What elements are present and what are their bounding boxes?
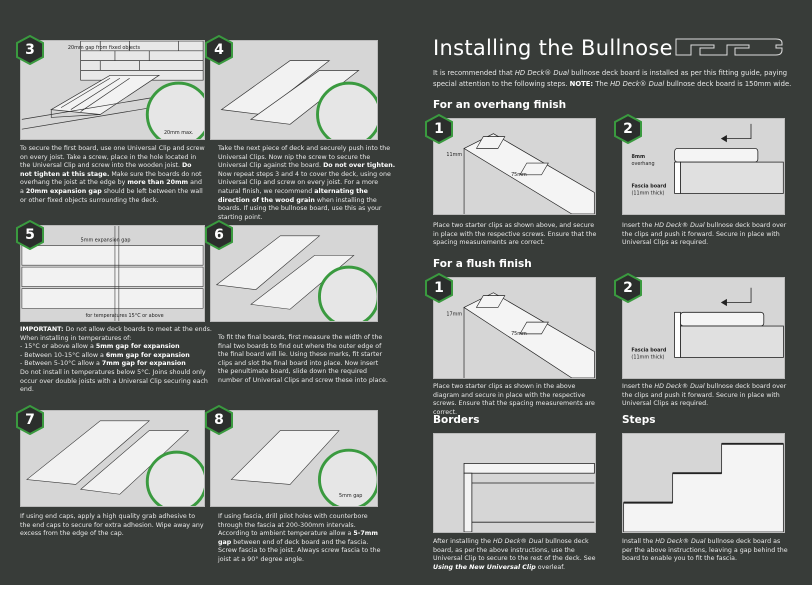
borders-illustration xyxy=(433,433,596,533)
flush-step-2-text: Insert the HD Deck® Dual bullnose deck b… xyxy=(622,383,787,408)
overhang-badge-1: 1 xyxy=(425,113,453,145)
step-3-illustration: 20mm gap from fixed objects 20mm max. xyxy=(20,40,205,140)
dim-label: 75mm xyxy=(511,172,527,178)
step-8-illustration: 5mm gap xyxy=(210,410,378,507)
dim-label: 11mm xyxy=(446,152,462,158)
flush-step-2-illustration: Fascia board(11mm thick) xyxy=(622,277,785,379)
borders-text: After installing the HD Deck® Dual bulln… xyxy=(433,538,596,571)
flush-badge-1: 1 xyxy=(425,272,453,304)
step-8-text: If using fascia, drill pilot holes with … xyxy=(218,513,381,563)
steps-heading: Steps xyxy=(622,414,656,426)
dim-label: 17mm xyxy=(446,311,462,317)
dim-label: 75mm xyxy=(511,331,527,337)
bullnose-profile-icon xyxy=(675,38,783,56)
fascia-label: (11mm thick) xyxy=(632,190,665,196)
intro-text: It is recommended that HD Deck® Dual bul… xyxy=(433,69,792,88)
step-badge-8: 8 xyxy=(205,404,233,436)
steps-illustration xyxy=(622,433,785,533)
gap-callout: 20mm gap from fixed objects xyxy=(68,45,141,51)
fascia-label: Fascia board xyxy=(631,348,666,354)
borders-heading: Borders xyxy=(433,414,480,426)
overhang-step-2-text: Insert the HD Deck® Dual bullnose deck b… xyxy=(622,222,787,247)
overhang-step-1-illustration: 11mm 75mm xyxy=(433,118,596,215)
max-callout: 20mm max. xyxy=(164,130,194,136)
expansion-gap-callout: 5mm expansion gap xyxy=(81,238,131,244)
step-badge-6: 6 xyxy=(205,219,233,251)
fascia-label: Fascia board xyxy=(632,184,667,190)
overhang-badge-2: 2 xyxy=(614,113,642,145)
step-4-illustration xyxy=(210,40,378,140)
overhang-step-1-text: Place two starter clips as shown above, … xyxy=(433,222,597,247)
step-3-text: To secure the first board, use one Unive… xyxy=(20,145,205,204)
step-7-illustration xyxy=(20,410,205,507)
overhang-label: 8mm xyxy=(632,154,646,160)
flush-step-1-text: Place two starter clips as shown in the … xyxy=(433,383,595,416)
steps-text: Install the HD Deck® Dual bullnose deck … xyxy=(622,538,788,563)
page-title: Installing the Bullnose xyxy=(433,36,673,60)
step-5-text: IMPORTANT: Do not allow deck boards to m… xyxy=(20,326,212,394)
step-badge-3: 3 xyxy=(16,34,44,66)
overhang-label: overhang xyxy=(632,161,655,167)
step-7-text: If using end caps, apply a high quality … xyxy=(20,513,204,538)
step-6-text: To fit the final boards, first measure t… xyxy=(218,334,388,384)
flush-step-1-illustration: 17mm 75mm xyxy=(433,277,596,379)
fascia-label: (11mm thick) xyxy=(631,354,664,360)
temperature-callout: for temperatures 15°C or above xyxy=(86,313,164,319)
universal-clip-link[interactable]: Using the New Universal Clip xyxy=(433,563,536,571)
step-badge-5: 5 xyxy=(16,219,44,251)
step-5-illustration: 5mm expansion gap for temperatures 15°C o… xyxy=(20,225,205,322)
overhang-heading: For an overhang finish xyxy=(433,99,567,111)
flush-badge-2: 2 xyxy=(614,272,642,304)
step-6-illustration xyxy=(210,225,378,322)
step-4-text: Take the next piece of deck and securely… xyxy=(218,145,396,221)
step-badge-4: 4 xyxy=(205,34,233,66)
step-badge-7: 7 xyxy=(16,404,44,436)
gap-5mm-callout: 5mm gap xyxy=(339,493,362,499)
flush-heading: For a flush finish xyxy=(433,258,532,270)
